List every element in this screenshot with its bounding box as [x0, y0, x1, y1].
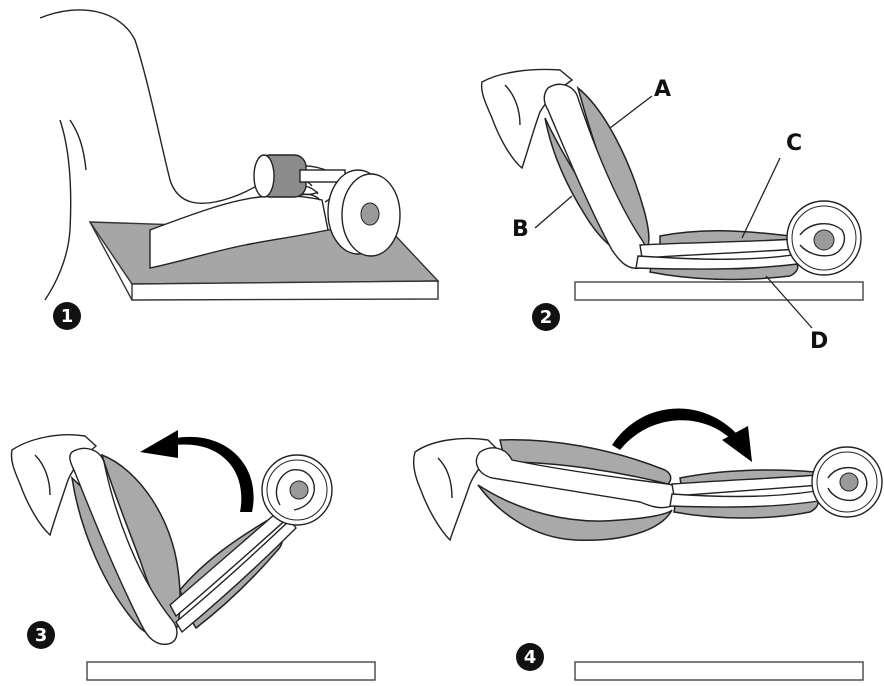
panel-3-badge: 3: [27, 621, 55, 649]
weight-plate-4: [812, 447, 882, 517]
label-b: B: [512, 217, 529, 242]
panel-4: 4: [414, 409, 882, 680]
label-d: D: [810, 329, 828, 354]
label-a: A: [654, 77, 671, 102]
panel-1: 1: [40, 10, 438, 330]
bench-2: [575, 282, 863, 300]
bench-3: [87, 662, 375, 680]
panel-2-badge: 2: [532, 303, 560, 331]
leader-b: [535, 196, 572, 228]
panel-2-number: 2: [540, 307, 553, 328]
panel-3: 3: [11, 430, 375, 680]
leader-c: [742, 158, 780, 238]
curl-arrow-3: [140, 430, 254, 512]
weight-plate-2: [787, 201, 861, 275]
extend-arrow-4: [612, 409, 752, 462]
weight-plate-3: [262, 455, 332, 525]
panel-3-number: 3: [35, 625, 48, 646]
panel-1-badge: 1: [53, 302, 81, 330]
panel-4-number: 4: [524, 647, 537, 668]
panel-2: A B C D 2: [482, 70, 863, 355]
leader-a: [610, 96, 652, 128]
panel-4-badge: 4: [516, 643, 544, 671]
panel-1-number: 1: [61, 306, 74, 327]
label-c: C: [786, 131, 802, 156]
bench-4: [575, 662, 863, 680]
